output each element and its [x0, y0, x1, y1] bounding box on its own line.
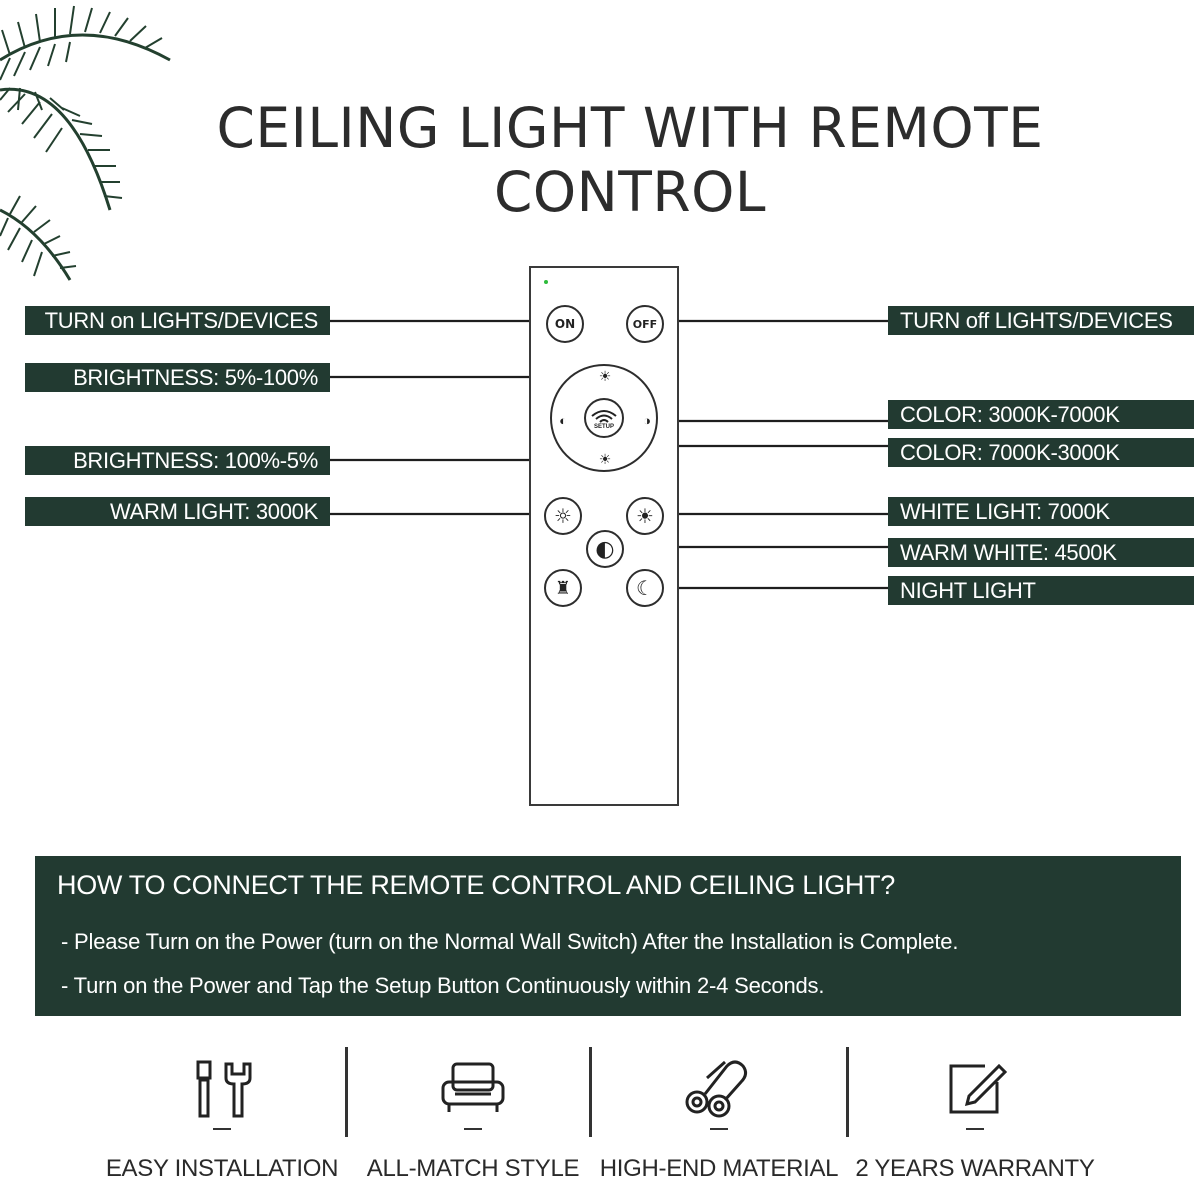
- warm-white-button[interactable]: ◐: [586, 530, 624, 568]
- label-color-up: COLOR: 3000K-7000K: [888, 400, 1194, 429]
- brightness-down-icon[interactable]: ☀: [598, 450, 612, 467]
- label-turn-off: TURN off LIGHTS/DEVICES: [888, 306, 1194, 335]
- feature-dash: [710, 1128, 728, 1130]
- white-sun-icon: ☀: [636, 504, 654, 528]
- connect-instructions-panel: HOW TO CONNECT THE REMOTE CONTROL AND CE…: [35, 856, 1181, 1016]
- feature-label: EASY INSTALLATION: [105, 1155, 339, 1182]
- color-warm-icon[interactable]: ◑: [643, 412, 651, 428]
- remote-control: ON OFF ☀ ☀ ◐ ◑ SETUP ☼ ☀ ◐ ♜ ☾: [529, 266, 679, 806]
- label-color-down: COLOR: 7000K-3000K: [888, 438, 1194, 467]
- direction-pad: ☀ ☀ ◐ ◑ SETUP: [550, 364, 658, 472]
- tools-icon: [196, 1060, 252, 1118]
- lamp-icon: ♜: [554, 577, 572, 599]
- moon-icon: ☾: [636, 576, 654, 600]
- label-turn-on: TURN on LIGHTS/DEVICES: [25, 306, 330, 335]
- label-night-light: NIGHT LIGHT: [888, 576, 1194, 605]
- feature-dash: [213, 1128, 231, 1130]
- feature-warranty: 2 YEARS WARRANTY: [855, 1040, 1095, 1190]
- warm-light-button[interactable]: ☼: [544, 497, 582, 535]
- setup-label: SETUP: [593, 424, 614, 430]
- connect-step: - Please Turn on the Power (turn on the …: [61, 929, 959, 954]
- wifi-icon: [591, 410, 617, 423]
- palm-leaf-decoration: [0, 5, 171, 281]
- brightness-up-icon[interactable]: ☀: [598, 367, 612, 384]
- off-button-label: OFF: [632, 317, 658, 331]
- feature-label: HIGH-END MATERIAL: [599, 1155, 839, 1182]
- feature-dash: [966, 1128, 984, 1130]
- label-warm-white: WARM WHITE: 4500K: [888, 538, 1194, 567]
- warranty-pen-icon: [949, 1063, 1008, 1114]
- white-light-button[interactable]: ☀: [626, 497, 664, 535]
- material-rolls-icon: [685, 1060, 748, 1118]
- sofa-icon: [441, 1062, 505, 1112]
- connect-step: - Turn on the Power and Tap the Setup Bu…: [61, 973, 825, 998]
- feature-easy-installation: EASY INSTALLATION: [106, 1040, 338, 1190]
- feature-high-end-material: HIGH-END MATERIAL: [600, 1040, 839, 1190]
- label-brightness-down: BRIGHTNESS: 100%-5%: [25, 446, 330, 475]
- feature-label: 2 YEARS WARRANTY: [855, 1155, 1095, 1182]
- page-title: CEILING LIGHT WITH REMOTE CONTROL: [216, 96, 1044, 224]
- feature-label: ALL-MATCH STYLE: [366, 1155, 580, 1182]
- warm-sun-icon: ☼: [554, 504, 572, 528]
- night-light-button[interactable]: ☾: [626, 569, 664, 607]
- setup-button[interactable]: SETUP: [584, 398, 624, 438]
- label-white-light: WHITE LIGHT: 7000K: [888, 497, 1194, 526]
- on-button[interactable]: ON: [546, 305, 584, 343]
- half-circle-icon: ◐: [595, 536, 615, 562]
- off-button[interactable]: OFF: [626, 305, 664, 343]
- status-led: [544, 280, 548, 284]
- label-warm-light: WARM LIGHT: 3000K: [25, 497, 330, 526]
- lamp-button[interactable]: ♜: [544, 569, 582, 607]
- label-brightness-up: BRIGHTNESS: 5%-100%: [25, 363, 330, 392]
- color-cool-icon[interactable]: ◐: [559, 412, 567, 428]
- feature-all-match-style: ALL-MATCH STYLE: [358, 1040, 588, 1190]
- feature-separator: [589, 1047, 592, 1137]
- feature-dash: [464, 1128, 482, 1130]
- on-button-label: ON: [554, 317, 576, 331]
- feature-separator: [846, 1047, 849, 1137]
- connect-heading: HOW TO CONNECT THE REMOTE CONTROL AND CE…: [57, 870, 896, 900]
- feature-separator: [345, 1047, 348, 1137]
